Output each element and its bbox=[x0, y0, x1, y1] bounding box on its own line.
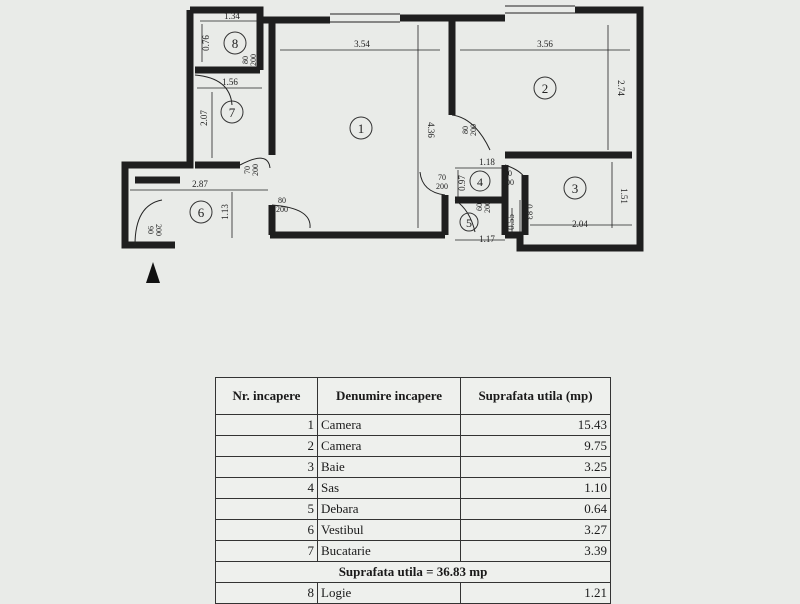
room-number-4: 4 bbox=[477, 175, 483, 189]
door-label: 60 bbox=[504, 169, 512, 178]
door-label: 200 bbox=[502, 178, 514, 187]
dim-label: 1.56 bbox=[222, 77, 238, 87]
row-nr: 5 bbox=[215, 498, 318, 520]
row-area: 9.75 bbox=[460, 435, 611, 457]
row-area: 1.10 bbox=[460, 477, 611, 499]
row-name: Camera bbox=[317, 414, 461, 436]
table-row: 4 Sas 1.10 bbox=[215, 477, 611, 499]
row-area: 3.25 bbox=[460, 456, 611, 478]
row-name: Bucatarie bbox=[317, 540, 461, 562]
row-area: 3.27 bbox=[460, 519, 611, 541]
door-label: 200 bbox=[276, 205, 288, 214]
row-area: 3.39 bbox=[460, 540, 611, 562]
entrance-arrow-icon bbox=[146, 262, 160, 283]
dim-label: 1.13 bbox=[220, 204, 230, 220]
dim-label: 0.55 bbox=[506, 214, 516, 230]
room-marker-4 bbox=[469, 170, 491, 192]
room-number-1: 1 bbox=[358, 121, 365, 136]
room-marker-5 bbox=[459, 212, 479, 232]
dim-label: 4.36 bbox=[426, 122, 436, 138]
room-marker-6 bbox=[189, 200, 213, 224]
row-nr: 6 bbox=[215, 519, 318, 541]
room-number-6: 6 bbox=[198, 205, 205, 220]
row-nr: 3 bbox=[215, 456, 318, 478]
row-name: Baie bbox=[317, 456, 461, 478]
table-row: 8 Logie 1.21 bbox=[215, 582, 611, 604]
row-nr: 4 bbox=[215, 477, 318, 499]
row-name: Debara bbox=[317, 498, 461, 520]
dim-label: 2.87 bbox=[192, 179, 208, 189]
header-name: Denumire incapere bbox=[317, 377, 461, 415]
table-row: 1 Camera 15.43 bbox=[215, 414, 611, 436]
row-name: Logie bbox=[317, 582, 461, 604]
room-marker-7 bbox=[220, 100, 244, 124]
room-marker-2 bbox=[533, 76, 557, 100]
total-label: Suprafata utila = 36.83 mp bbox=[215, 561, 611, 583]
room-number-8: 8 bbox=[232, 36, 239, 51]
dim-label: 0.83 bbox=[524, 204, 534, 220]
room-marker-3 bbox=[563, 176, 587, 200]
total-row: Suprafata utila = 36.83 mp bbox=[215, 561, 611, 583]
header-area: Suprafata utila (mp) bbox=[460, 377, 611, 415]
row-area: 0.64 bbox=[460, 498, 611, 520]
dim-label: 1.18 bbox=[479, 157, 495, 167]
door-label: 200 bbox=[469, 124, 478, 136]
dim-label: 2.04 bbox=[572, 219, 588, 229]
table-header-row: Nr. incapere Denumire incapere Suprafata… bbox=[215, 377, 611, 415]
row-nr: 2 bbox=[215, 435, 318, 457]
door-label: 200 bbox=[251, 164, 260, 176]
door-label: 200 bbox=[436, 182, 448, 191]
row-nr: 7 bbox=[215, 540, 318, 562]
windows bbox=[330, 5, 575, 23]
table-row: 2 Camera 9.75 bbox=[215, 435, 611, 457]
header-nr: Nr. incapere bbox=[215, 377, 318, 415]
room-number-2: 2 bbox=[542, 81, 549, 96]
floor-plan: 8 7 1 2 3 4 5 6 1.34 0.76 1.56 2.07 3.54… bbox=[121, 5, 644, 283]
table-row: 6 Vestibul 3.27 bbox=[215, 519, 611, 541]
door-label: 80 bbox=[241, 56, 250, 64]
room-markers: 8 7 1 2 3 4 5 6 bbox=[189, 31, 587, 232]
room-number-7: 7 bbox=[229, 105, 236, 120]
room-number-5: 5 bbox=[466, 216, 472, 230]
door-label: 70 bbox=[243, 166, 252, 174]
row-nr: 8 bbox=[215, 582, 318, 604]
dim-label: 2.07 bbox=[199, 110, 209, 126]
dim-label: 3.56 bbox=[537, 39, 553, 49]
table-row: 7 Bucatarie 3.39 bbox=[215, 540, 611, 562]
door-label: 90 bbox=[146, 226, 155, 234]
table-row: 5 Debara 0.64 bbox=[215, 498, 611, 520]
room-marker-8 bbox=[223, 31, 247, 55]
dim-label: 3.54 bbox=[354, 39, 370, 49]
door-label: 200 bbox=[483, 201, 492, 213]
dim-label: 1.51 bbox=[619, 188, 629, 204]
door-label: 80 bbox=[278, 196, 286, 205]
door-label: 80 bbox=[461, 126, 470, 134]
dim-label: 2.74 bbox=[616, 80, 626, 96]
door-label: 60 bbox=[475, 203, 484, 211]
door-label: 70 bbox=[438, 173, 446, 182]
row-name: Vestibul bbox=[317, 519, 461, 541]
row-area: 15.43 bbox=[460, 414, 611, 436]
room-number-3: 3 bbox=[572, 181, 579, 196]
row-nr: 1 bbox=[215, 414, 318, 436]
dim-label: 0.76 bbox=[201, 35, 211, 51]
dimension-lines bbox=[130, 20, 632, 241]
door-label: 200 bbox=[154, 224, 163, 236]
row-name: Sas bbox=[317, 477, 461, 499]
row-name: Camera bbox=[317, 435, 461, 457]
room-marker-1 bbox=[349, 116, 373, 140]
area-table: Nr. incapere Denumire incapere Suprafata… bbox=[215, 377, 611, 604]
table-row: 3 Baie 3.25 bbox=[215, 456, 611, 478]
row-area: 1.21 bbox=[460, 582, 611, 604]
dim-label: 0.97 bbox=[457, 175, 467, 191]
dim-label: 1.17 bbox=[479, 234, 495, 244]
door-label: 200 bbox=[249, 54, 258, 66]
walls bbox=[121, 6, 644, 252]
dim-label: 1.34 bbox=[224, 11, 240, 21]
